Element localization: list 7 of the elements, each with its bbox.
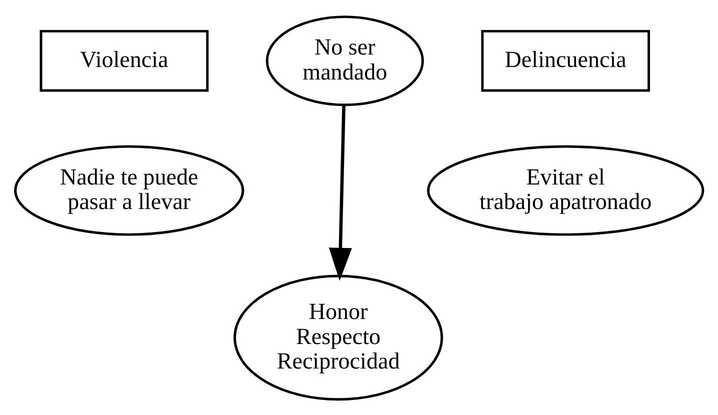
arrow	[328, 104, 352, 280]
node-box: Violencia	[40, 29, 209, 92]
node-box: Delincuencia	[481, 29, 650, 92]
node-ellipse: Nadie te puede pasar a llevar	[14, 144, 244, 236]
node-ellipse: Evitar el trabajo apatronado	[427, 144, 704, 236]
node-ellipse: No ser mandado	[266, 15, 424, 106]
node-ellipse: Honor Respecto Reciprocidad	[234, 274, 444, 400]
